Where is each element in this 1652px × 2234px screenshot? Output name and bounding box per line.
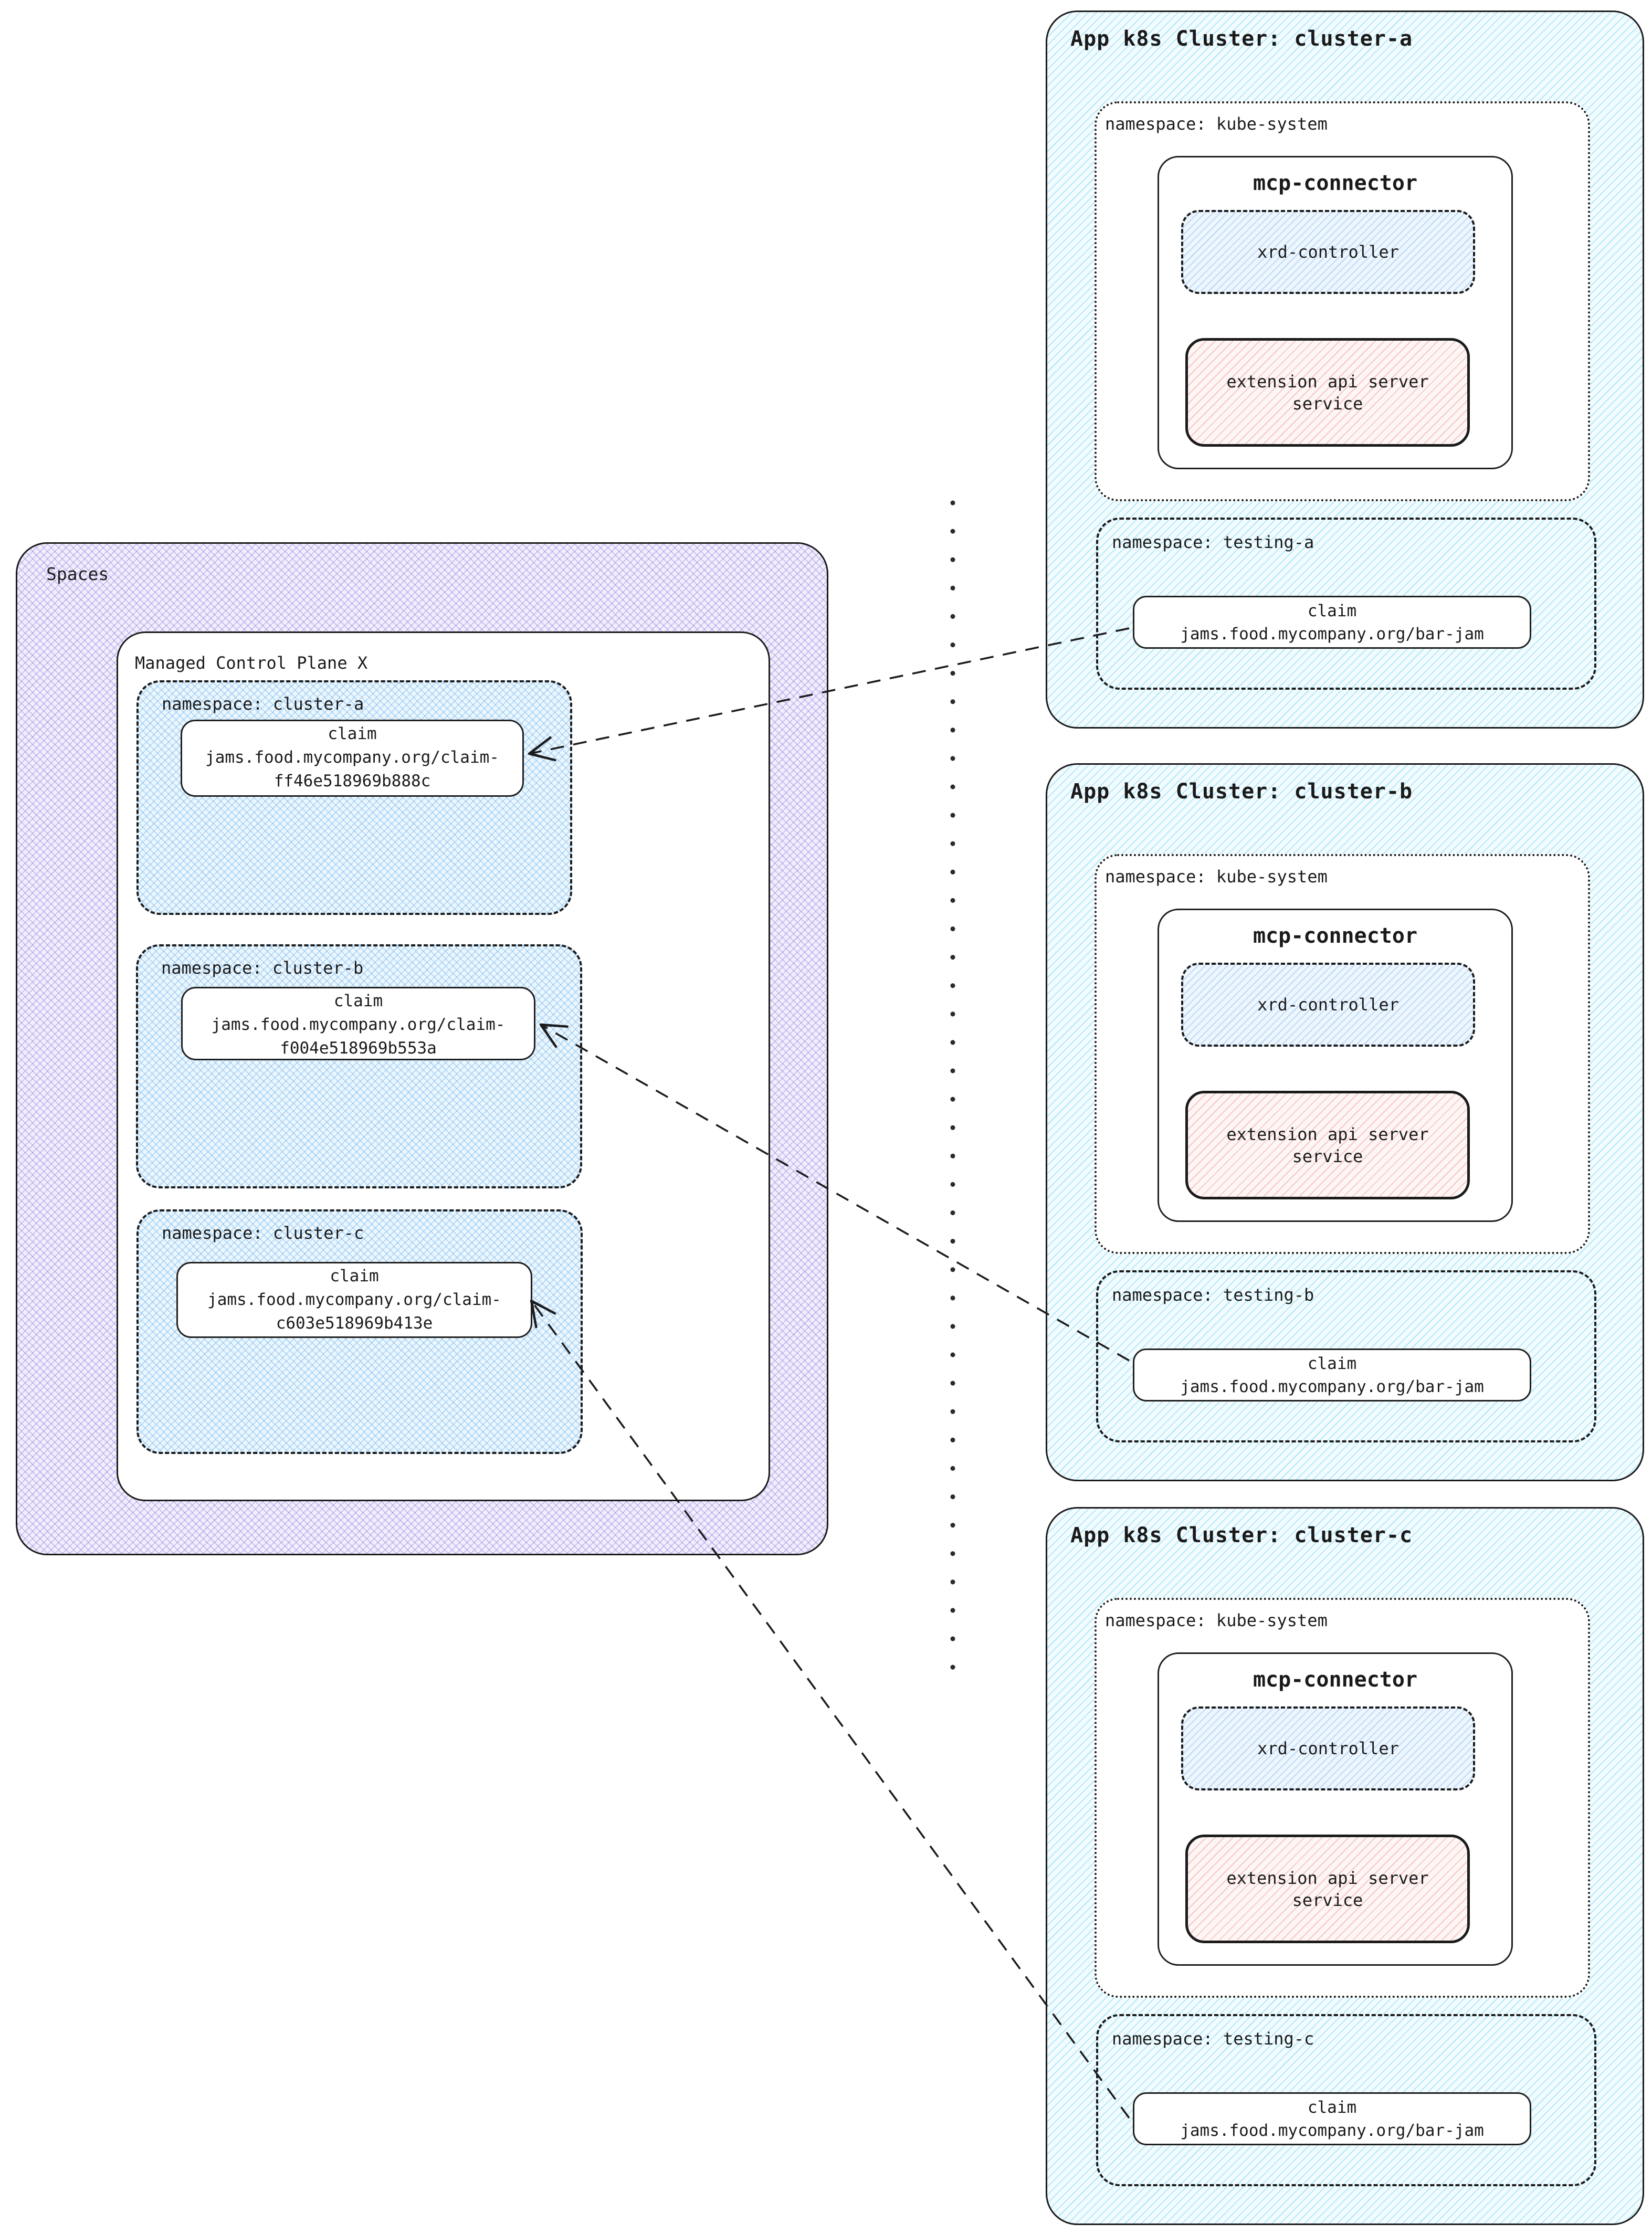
cluster-b-bar-jam-claim-box: claim jams.food.mycompany.org/bar-jam xyxy=(1133,1348,1531,1401)
claim-cluster-c-box: claim jams.food.mycompany.org/claim- c60… xyxy=(176,1262,532,1338)
cluster-c-mcp-connector-box: mcp-connector xrd-controller extension a… xyxy=(1158,1652,1513,1966)
claim-title: claim xyxy=(328,724,377,743)
cluster-a-title: App k8s Cluster: cluster-a xyxy=(1070,27,1413,51)
namespace-cluster-c-box: namespace: cluster-c claim jams.food.myc… xyxy=(136,1209,583,1454)
namespace-cluster-b-label: namespace: cluster-b xyxy=(161,958,364,978)
testing-c-label: namespace: testing-c xyxy=(1112,2029,1314,2049)
cluster-b-testing-namespace-box: namespace: testing-b claim jams.food.myc… xyxy=(1096,1270,1596,1442)
mcp-connector-title: mcp-connector xyxy=(1253,924,1418,948)
claim-cluster-a-box: claim jams.food.mycompany.org/claim- ff4… xyxy=(181,720,524,797)
claim-value: jams.food.mycompany.org/bar-jam xyxy=(1180,1377,1484,1396)
extension-line1: extension api server xyxy=(1226,1124,1429,1144)
claim-cluster-b-box: claim jams.food.mycompany.org/claim- f00… xyxy=(181,987,535,1060)
cluster-a-mcp-connector-box: mcp-connector xrd-controller extension a… xyxy=(1158,156,1513,469)
cluster-a-bar-jam-claim-box: claim jams.food.mycompany.org/bar-jam xyxy=(1133,596,1531,649)
cluster-c-testing-namespace-box: namespace: testing-c claim jams.food.myc… xyxy=(1096,2014,1596,2186)
xrd-controller-label: xrd-controller xyxy=(1257,242,1399,262)
claim-value: jams.food.mycompany.org/bar-jam xyxy=(1180,2121,1484,2140)
claim-line1: jams.food.mycompany.org/claim- xyxy=(211,1015,506,1034)
cluster-a-box: App k8s Cluster: cluster-a namespace: ku… xyxy=(1046,10,1644,729)
cluster-a-extension-api-server-box: extension api server service xyxy=(1185,338,1470,447)
cluster-b-box: App k8s Cluster: cluster-b namespace: ku… xyxy=(1046,763,1644,1481)
claim-line1: jams.food.mycompany.org/claim- xyxy=(205,748,499,767)
cluster-c-extension-api-server-box: extension api server service xyxy=(1185,1835,1470,1943)
spaces-box: Spaces Managed Control Plane X namespace… xyxy=(16,542,828,1555)
xrd-controller-label: xrd-controller xyxy=(1257,1738,1399,1758)
kube-system-label: namespace: kube-system xyxy=(1105,114,1328,134)
claim-title: claim xyxy=(1307,2098,1357,2117)
cluster-a-testing-namespace-box: namespace: testing-a claim jams.food.myc… xyxy=(1096,518,1596,690)
cluster-c-bar-jam-claim-box: claim jams.food.mycompany.org/bar-jam xyxy=(1133,2092,1531,2145)
namespace-cluster-b-box: namespace: cluster-b claim jams.food.myc… xyxy=(136,944,582,1188)
claim-line1: jams.food.mycompany.org/claim- xyxy=(207,1290,501,1309)
claim-line2: c603e518969b413e xyxy=(276,1314,433,1333)
claim-title: claim xyxy=(1307,602,1357,620)
spaces-label: Spaces xyxy=(46,564,109,584)
extension-line2: service xyxy=(1292,1890,1363,1910)
mcp-connector-title: mcp-connector xyxy=(1253,1668,1418,1692)
cluster-c-box: App k8s Cluster: cluster-c namespace: ku… xyxy=(1046,1507,1644,2225)
managed-control-plane-box: Managed Control Plane X namespace: clust… xyxy=(117,631,770,1501)
cluster-c-title: App k8s Cluster: cluster-c xyxy=(1070,1523,1413,1547)
mcp-connector-title: mcp-connector xyxy=(1253,171,1418,195)
cluster-b-mcp-connector-box: mcp-connector xrd-controller extension a… xyxy=(1158,909,1513,1222)
testing-b-label: namespace: testing-b xyxy=(1112,1285,1314,1305)
claim-title: claim xyxy=(330,1267,379,1285)
claim-title: claim xyxy=(1307,1354,1357,1373)
extension-line2: service xyxy=(1292,1146,1363,1166)
claim-line2: f004e518969b553a xyxy=(280,1039,437,1058)
cluster-b-kube-system-box: namespace: kube-system mcp-connector xrd… xyxy=(1095,854,1590,1254)
claim-line2: ff46e518969b888c xyxy=(273,772,431,791)
testing-a-label: namespace: testing-a xyxy=(1112,532,1314,552)
cluster-a-xrd-controller-box: xrd-controller xyxy=(1181,210,1475,294)
cluster-b-title: App k8s Cluster: cluster-b xyxy=(1070,779,1413,804)
cluster-c-kube-system-box: namespace: kube-system mcp-connector xrd… xyxy=(1095,1598,1590,1998)
namespace-cluster-c-label: namespace: cluster-c xyxy=(162,1223,364,1243)
extension-line1: extension api server xyxy=(1226,371,1429,392)
cluster-b-extension-api-server-box: extension api server service xyxy=(1185,1091,1470,1199)
managed-control-plane-label: Managed Control Plane X xyxy=(135,653,368,673)
kube-system-label: namespace: kube-system xyxy=(1105,1610,1328,1630)
cluster-a-kube-system-box: namespace: kube-system mcp-connector xrd… xyxy=(1095,101,1590,501)
xrd-controller-label: xrd-controller xyxy=(1257,995,1399,1015)
claim-value: jams.food.mycompany.org/bar-jam xyxy=(1180,625,1484,644)
extension-line1: extension api server xyxy=(1226,1868,1429,1888)
namespace-cluster-a-label: namespace: cluster-a xyxy=(162,694,364,714)
kube-system-label: namespace: kube-system xyxy=(1105,867,1328,887)
claim-title: claim xyxy=(333,992,383,1010)
namespace-cluster-a-box: namespace: cluster-a claim jams.food.myc… xyxy=(136,680,572,915)
extension-line2: service xyxy=(1292,393,1363,414)
cluster-b-xrd-controller-box: xrd-controller xyxy=(1181,963,1475,1047)
cluster-c-xrd-controller-box: xrd-controller xyxy=(1181,1706,1475,1790)
